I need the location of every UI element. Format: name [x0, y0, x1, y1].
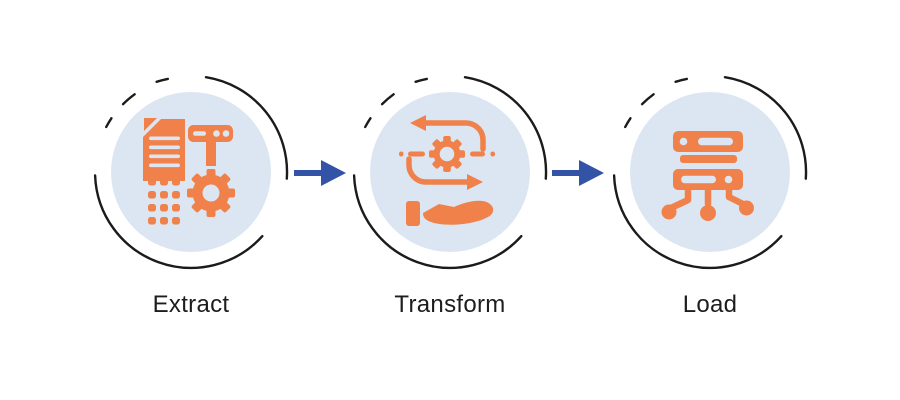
extract-circle [93, 76, 289, 270]
server-stack-icon [673, 131, 743, 190]
network-nodes-icon [661, 186, 754, 221]
sketch-ring [612, 76, 808, 270]
document-icon [143, 118, 185, 181]
gear-icon [429, 136, 465, 172]
sync-arrow-top-icon [410, 115, 486, 152]
server-pill-icon [188, 125, 233, 166]
stage-extract: Extract [81, 60, 301, 330]
server-network-icon [661, 131, 754, 221]
stage-label-transform: Transform [394, 291, 506, 318]
transform-circle [352, 76, 548, 270]
arrow-right-icon [552, 160, 604, 186]
load-circle [612, 76, 808, 270]
data-extraction-icon [143, 118, 235, 225]
dots-grid [148, 178, 180, 225]
sketch-ring [93, 76, 289, 270]
dash-dot-lines [399, 151, 495, 157]
sketch-ring [352, 76, 548, 270]
stage-label-load: Load [682, 291, 738, 318]
transform-sync-icon [399, 115, 495, 226]
gear-icon [187, 169, 235, 217]
hand-icon [406, 200, 494, 226]
sync-arrow-bottom-icon [406, 156, 483, 190]
stage-label-extract: Extract [152, 291, 230, 318]
stage-load: Load [600, 60, 820, 330]
stage-transform: Transform [340, 60, 560, 330]
arrow-right-icon [294, 160, 346, 186]
stage-disc [370, 92, 530, 252]
stage-disc [111, 92, 271, 252]
